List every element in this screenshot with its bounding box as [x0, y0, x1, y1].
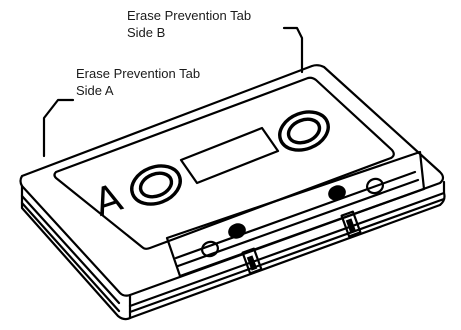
tape-window — [181, 128, 278, 183]
label-erase-tab-side-b-line1: Erase Prevention Tab — [127, 7, 251, 24]
label-erase-tab-side-a: Erase Prevention Tab Side A — [76, 65, 200, 99]
right-reel — [274, 105, 334, 157]
label-erase-tab-side-b-line2: Side B — [127, 24, 251, 41]
head-bracket-slot-line-1 — [176, 172, 415, 258]
callout-line-side-b — [284, 28, 302, 72]
cassette-seam-right-2 — [130, 199, 444, 312]
label-erase-tab-side-a-line1: Erase Prevention Tab — [76, 65, 200, 82]
pin-hole-right — [326, 183, 348, 203]
label-erase-tab-side-b: Erase Prevention Tab Side B — [127, 7, 251, 41]
label-erase-tab-side-a-line2: Side A — [76, 82, 200, 99]
left-reel — [126, 159, 186, 211]
cassette-seam-right-1 — [130, 193, 444, 306]
callout-line-side-a — [44, 100, 73, 156]
